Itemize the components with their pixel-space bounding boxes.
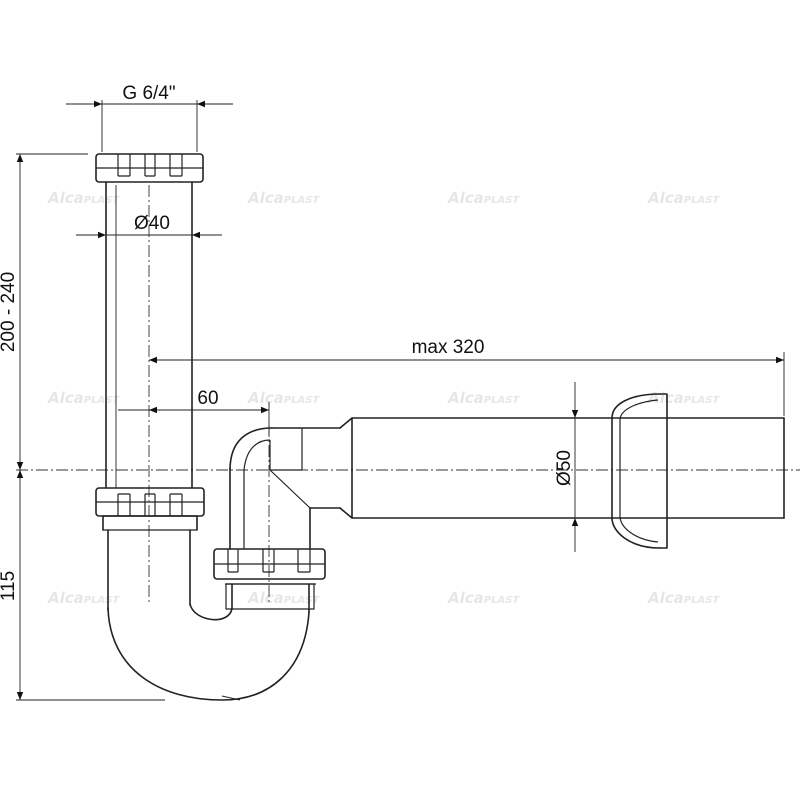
watermark-logo: AlcaPLAST: [47, 589, 120, 607]
lower-height-label: 115: [0, 571, 19, 601]
tube-diameter-label: Ø40: [134, 213, 170, 234]
watermark-logo: AlcaPLAST: [447, 589, 520, 607]
watermark-logo: AlcaPLAST: [647, 589, 720, 607]
watermark-logo: AlcaPLAST: [447, 389, 520, 407]
dimension-tube-diameter: Ø40: [76, 213, 222, 239]
dimension-offset: 60: [118, 388, 270, 436]
upper-height-label: 200 - 240: [0, 272, 19, 352]
watermark-logo: AlcaPLAST: [247, 189, 320, 207]
center-lines: [16, 185, 800, 605]
outlet-diameter-label: Ø50: [554, 450, 575, 486]
dimension-outlet-thread: G 6/4": [66, 83, 233, 152]
watermark-logo: AlcaPLAST: [447, 189, 520, 207]
dimension-lower-height: 115: [0, 470, 165, 701]
watermark-logo: AlcaPLAST: [247, 389, 320, 407]
dimension-outlet-diameter: Ø50: [554, 382, 579, 552]
dimension-upper-height: 200 - 240: [0, 153, 88, 470]
watermark-logo: AlcaPLAST: [247, 589, 320, 607]
u-bend-trap: [102, 515, 316, 701]
wall-rosette: [611, 393, 668, 549]
dimension-max-length: max 320: [149, 337, 785, 416]
watermark-logo: AlcaPLAST: [647, 189, 720, 207]
outlet-thread-label: G 6/4": [122, 83, 175, 104]
lower-nut: [213, 548, 326, 580]
watermark-logo: AlcaPLAST: [647, 389, 720, 407]
watermark-logo: AlcaPLAST: [47, 189, 120, 207]
watermark-logo: AlcaPLAST: [47, 389, 120, 407]
outlet-pipe: [339, 417, 785, 519]
riser-elbow: [229, 427, 341, 550]
max-length-label: max 320: [412, 337, 485, 358]
offset-label: 60: [197, 388, 218, 409]
middle-nut: [95, 487, 205, 517]
watermark-grid: AlcaPLAST AlcaPLAST AlcaPLAST AlcaPLAST Alca…: [47, 189, 720, 607]
top-nut: [95, 153, 204, 183]
